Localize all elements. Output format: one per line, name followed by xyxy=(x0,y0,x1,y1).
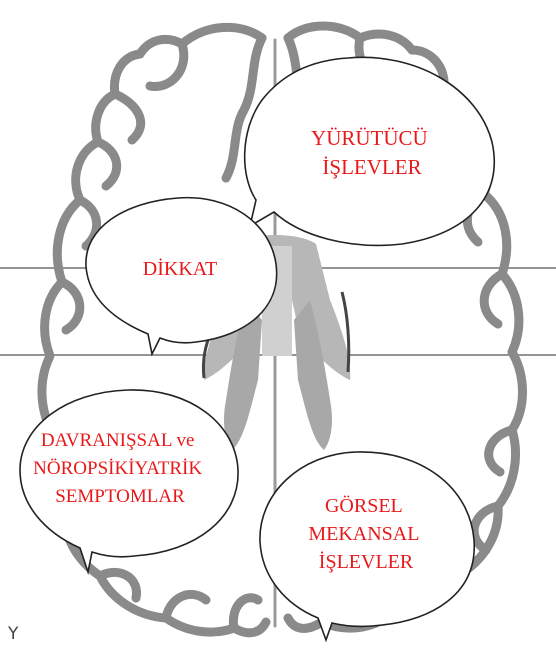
label-behavioral: DAVRANIŞSAL ve NÖROPSİKİYATRİK SEMPTOMLA… xyxy=(33,430,207,507)
corner-mark: Y xyxy=(8,624,18,644)
label-attention: DİKKAT xyxy=(143,257,217,280)
label-visuospatial: GÖRSEL MEKANSAL İŞLEVLER xyxy=(308,494,423,573)
bubble-executive xyxy=(245,57,495,245)
bubble-behavioral xyxy=(20,390,238,572)
bubble-visuospatial xyxy=(260,452,474,640)
